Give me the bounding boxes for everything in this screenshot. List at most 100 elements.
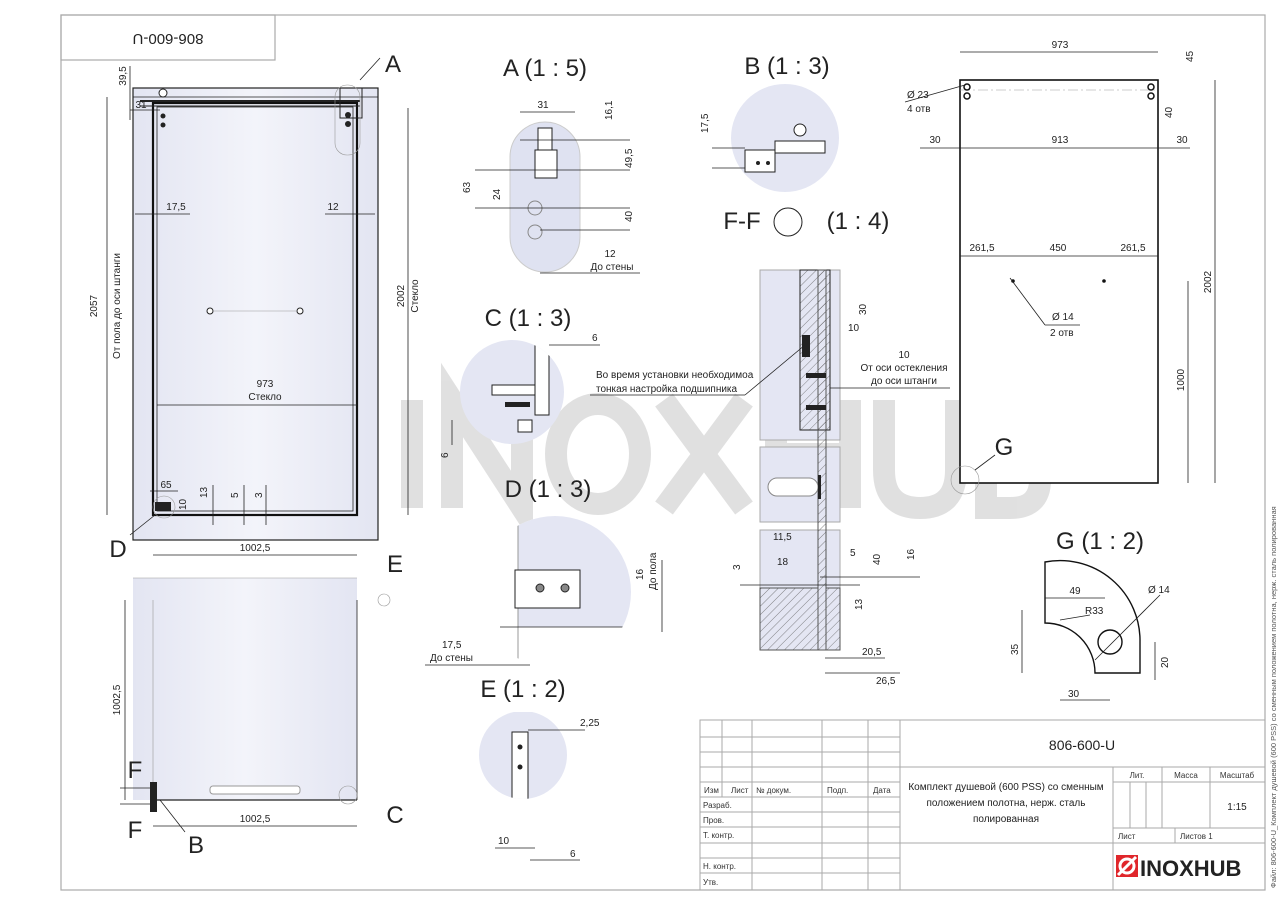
label-b: B [188,832,204,859]
detail-b: B (1 : 3) 17,5 [700,53,839,192]
dim-a-31: 31 [537,100,549,111]
dim-a-note: До стены [591,262,634,273]
gs-dim-450: 450 [1050,243,1067,254]
header-izm: Изм [704,786,719,795]
glass-sheet-view: 973 45 Ø 23 4 отв 40 30 913 30 261,5 450… [904,40,1216,495]
sheet-border [60,14,1266,891]
designation: 806-600-U [1049,737,1115,753]
dim-d-16: 16 [635,568,646,580]
dim-2057-note: От пола до оси штанги [112,253,123,359]
detail-e: E (1 : 2) 2,25 10 6 [479,676,600,861]
dim-a-63: 63 [462,181,473,193]
header-date: Дата [873,786,891,795]
dim-13: 13 [199,486,210,498]
ff-dim-10b-line1: От оси остекления [860,363,947,374]
logo-text: INOXHUB [1140,856,1241,881]
role-checked: Пров. [703,816,724,825]
file-side-note: Файл: 806-600-U_Комплект душевой (600 PS… [1269,506,1278,888]
section-ff: F-F (1 : 4) Во время установки необходим… [590,207,950,687]
dim-b-17-5: 17,5 [700,113,711,133]
ff-dim-18: 18 [777,557,789,568]
ff-note-line1: Во время установки необходимоа [596,369,754,381]
ff-dim-40: 40 [872,553,883,565]
description-line1: Комплект душевой (600 PSS) со сменным [908,782,1103,793]
detail-g: G (1 : 2) 49 R33 Ø 14 35 20 30 [1010,528,1171,701]
ff-dim-13: 13 [854,598,865,610]
dim-3: 3 [254,492,265,498]
scale-label: Масштаб [1220,771,1255,780]
label-f-bottom: F [128,817,143,844]
label-e: E [387,551,403,578]
dim-65: 65 [160,480,172,491]
section-ff-title: F-F [723,208,760,235]
dim-c-6b: 6 [440,452,451,458]
ff-dim-26-5: 26,5 [876,676,896,687]
dim-a-16-1: 16,1 [604,100,615,120]
g-dim-r33: R33 [1085,606,1104,617]
ff-dim-10b: 10 [898,350,910,361]
gs-dim-2002: 2002 [1203,270,1214,293]
detail-g-title: G (1 : 2) [1056,528,1144,555]
dim-c-6: 6 [592,333,598,344]
detail-a-title: A (1 : 5) [503,55,587,82]
dim-973: 973 [257,379,274,390]
gs-dim-973: 973 [1052,40,1069,51]
label-d: D [109,536,126,563]
detail-e-title: E (1 : 2) [480,676,565,703]
header-list: Лист [731,786,749,795]
ff-dim-10b-line2: до оси штанги [871,376,937,387]
header-doc: № докум. [756,786,791,795]
description-line2: положением полотна, нерж. сталь [927,798,1086,809]
inoxhub-logo-icon [1116,855,1138,877]
gs-dim-45: 45 [1185,50,1196,62]
plan-dim-horizontal: 1002,5 [240,814,271,825]
front-view: 2057 От пола до оси штанги 2002 Стекло 9… [89,51,421,563]
gs-dim-23-note: 4 отв [907,104,931,115]
dim-973-note: Стекло [248,392,282,403]
detail-d-title: D (1 : 3) [505,476,592,503]
detail-c-title: C (1 : 3) [485,305,572,332]
dim-12: 12 [327,202,339,213]
gs-dim-261-5b: 261,5 [1120,243,1145,254]
title-block: 806-600-U Изм Лист № докум. Подп. Дата Р… [699,719,1266,891]
label-c: C [386,802,403,829]
gs-dim-30a: 30 [929,135,941,146]
code-box [60,14,276,61]
dim-2002: 2002 [396,284,407,307]
dim-a-49-5: 49,5 [624,148,635,168]
plan-dim-vertical: 1002,5 [112,684,123,715]
dim-39-5: 39,5 [118,66,129,86]
dim-2002-note: Стекло [410,279,421,313]
g-dim-14: Ø 14 [1148,585,1170,596]
label-a: A [385,51,401,78]
dim-17-5: 17,5 [166,202,186,213]
dim-d-17-5-note: До стены [430,653,473,664]
mass-label: Масса [1174,771,1198,780]
role-norm-control: Н. контр. [703,862,736,871]
gs-dim-14: Ø 14 [1052,312,1074,323]
sheet-label: Лист [1118,832,1136,841]
dim-e-2-25: 2,25 [580,718,600,729]
role-tech-control: Т. контр. [703,831,734,840]
scale-value: 1:15 [1227,802,1247,813]
detail-a: A (1 : 5) 31 16,1 49,5 63 24 40 12 До ст… [462,55,640,274]
g-dim-35: 35 [1010,643,1021,655]
view-symbol-icon [773,207,803,237]
sheets-label: Листов 1 [1180,832,1213,841]
dim-e-10: 10 [498,836,510,847]
gs-dim-1000: 1000 [1176,368,1187,391]
gs-dim-913: 913 [1052,135,1069,146]
inoxhub-logo: INOXHUB [1116,855,1241,881]
gs-dim-261-5a: 261,5 [969,243,994,254]
dim-5: 5 [230,492,241,498]
gs-dim-14-note: 2 отв [1050,328,1074,339]
dim-a-12: 12 [604,249,616,260]
ff-dim-5: 5 [850,548,856,559]
plan-view: 1002,5 1002,5 E C F F B [112,551,404,859]
dim-a-24: 24 [492,188,503,200]
gs-dim-23: Ø 23 [907,90,929,101]
section-ff-scale: (1 : 4) [827,208,890,235]
header-sign: Подп. [827,786,848,795]
dim-1002-5: 1002,5 [240,543,271,554]
